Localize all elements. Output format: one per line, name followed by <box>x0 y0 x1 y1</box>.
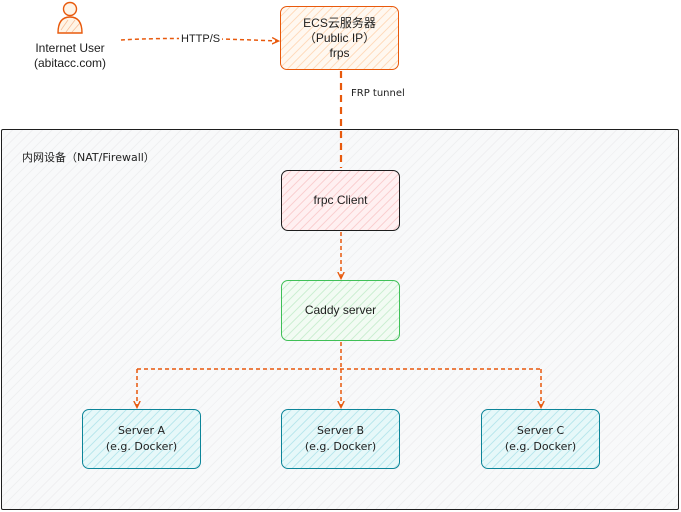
ecs-server-title: ECS云服务器 <box>303 15 376 30</box>
intranet-zone-label: 内网设备（NAT/Firewall） <box>22 151 155 164</box>
server-c-detail: (e.g. Docker) <box>504 440 577 453</box>
server-a-name: Server A <box>117 424 166 437</box>
ecs-server-node: ECS云服务器 （Public IP） frps <box>280 6 399 70</box>
server-c-node: Server C (e.g. Docker) <box>481 409 600 469</box>
caddy-server-label: Caddy server <box>304 303 377 317</box>
server-a-node: Server A (e.g. Docker) <box>82 409 201 469</box>
internet-user-name: Internet User <box>35 41 105 55</box>
server-b-name: Server B <box>316 424 365 437</box>
frpc-client-node: frpc Client <box>281 170 400 231</box>
server-b-detail: (e.g. Docker) <box>304 440 377 453</box>
internet-user-domain: (abitacc.com) <box>33 56 107 70</box>
ecs-server-frps: frps <box>329 45 350 60</box>
ecs-server-ip: （Public IP） <box>303 30 376 45</box>
user-icon <box>57 1 83 34</box>
server-c-name: Server C <box>516 424 565 437</box>
edge-label-http: HTTP/S <box>179 33 223 45</box>
internet-user-label: Internet User (abitacc.com) <box>20 41 120 71</box>
server-b-node: Server B (e.g. Docker) <box>281 409 400 469</box>
server-a-detail: (e.g. Docker) <box>105 440 178 453</box>
frpc-client-label: frpc Client <box>313 193 368 207</box>
edge-label-frp-tunnel: FRP tunnel <box>351 88 405 99</box>
caddy-server-node: Caddy server <box>281 280 400 341</box>
